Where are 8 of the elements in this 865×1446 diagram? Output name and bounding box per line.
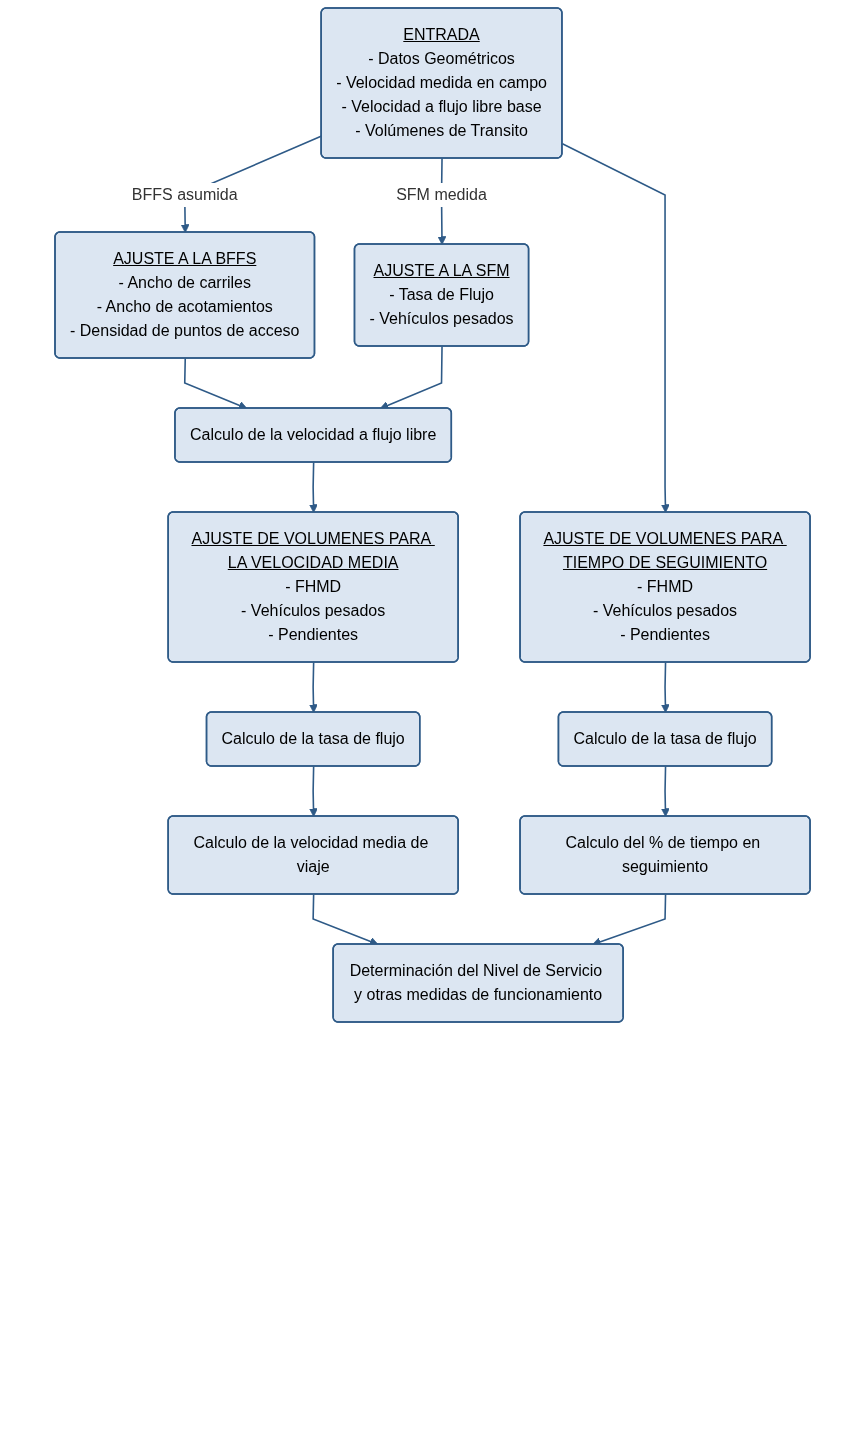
edge-label: BFFS asumida (131, 186, 238, 203)
arrow (309, 765, 318, 817)
arrow (660, 765, 670, 817)
edge-label: SFM medida (396, 186, 487, 203)
arrow (309, 661, 318, 713)
arrow (660, 661, 670, 713)
arrow (309, 461, 318, 513)
arrow (561, 143, 670, 513)
